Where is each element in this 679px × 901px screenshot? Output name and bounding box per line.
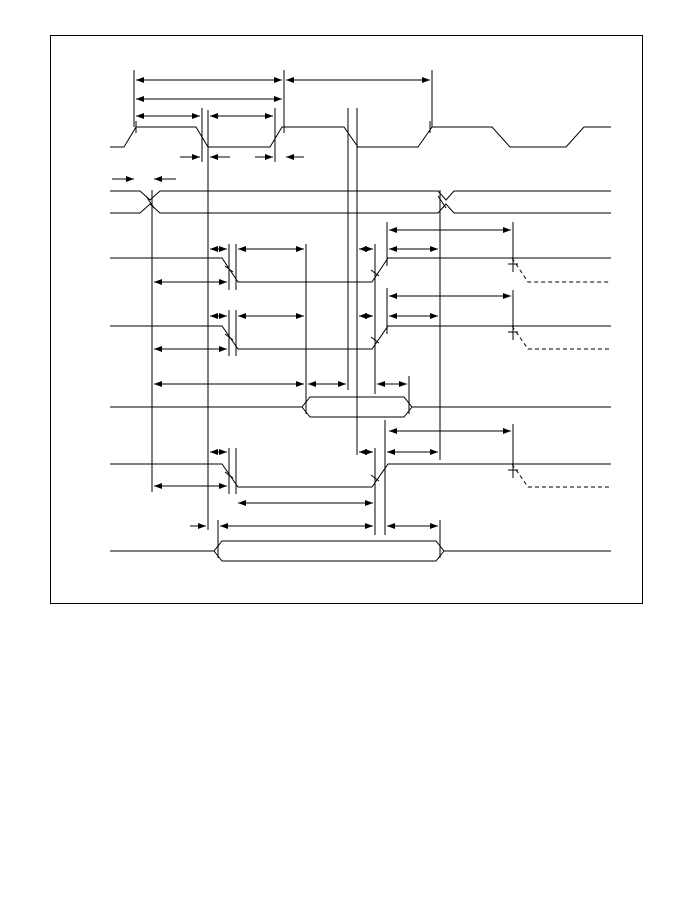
strobe-b-waveform	[110, 325, 611, 350]
strobe-a-waveform	[110, 257, 611, 283]
address-bus-waveform	[110, 190, 611, 214]
strobe-c-dashed-tail	[511, 463, 611, 488]
read-data-bus-waveform	[110, 396, 611, 418]
strobe-a-dashed-tail	[511, 257, 611, 283]
strobe-b-dashed-tail	[511, 325, 611, 350]
timing-diagram-frame	[50, 35, 643, 604]
strobe-c-waveform	[110, 463, 611, 488]
write-data-bus-waveform	[110, 540, 611, 562]
timing-arrows	[112, 77, 511, 529]
clock-waveform	[110, 126, 611, 148]
